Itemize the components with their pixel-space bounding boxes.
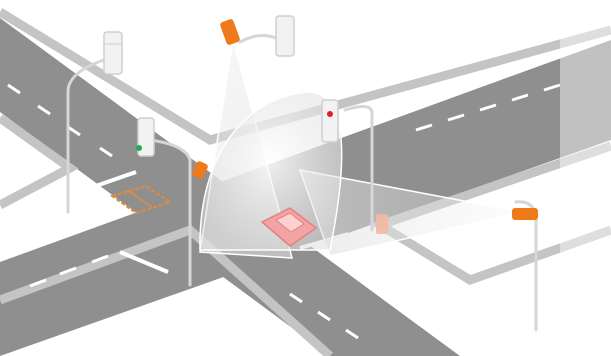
traffic-signal-center [322, 100, 338, 142]
right-fade [560, 0, 611, 356]
signal-green-light [136, 145, 142, 151]
pedestrian-marker [376, 214, 388, 234]
camera-east [512, 208, 538, 220]
traffic-signal-northwest [104, 32, 122, 74]
traffic-signal-north-top [276, 16, 294, 56]
signal-red-light [327, 111, 333, 117]
traffic-signal-west [136, 118, 154, 156]
camera-north [219, 18, 240, 45]
